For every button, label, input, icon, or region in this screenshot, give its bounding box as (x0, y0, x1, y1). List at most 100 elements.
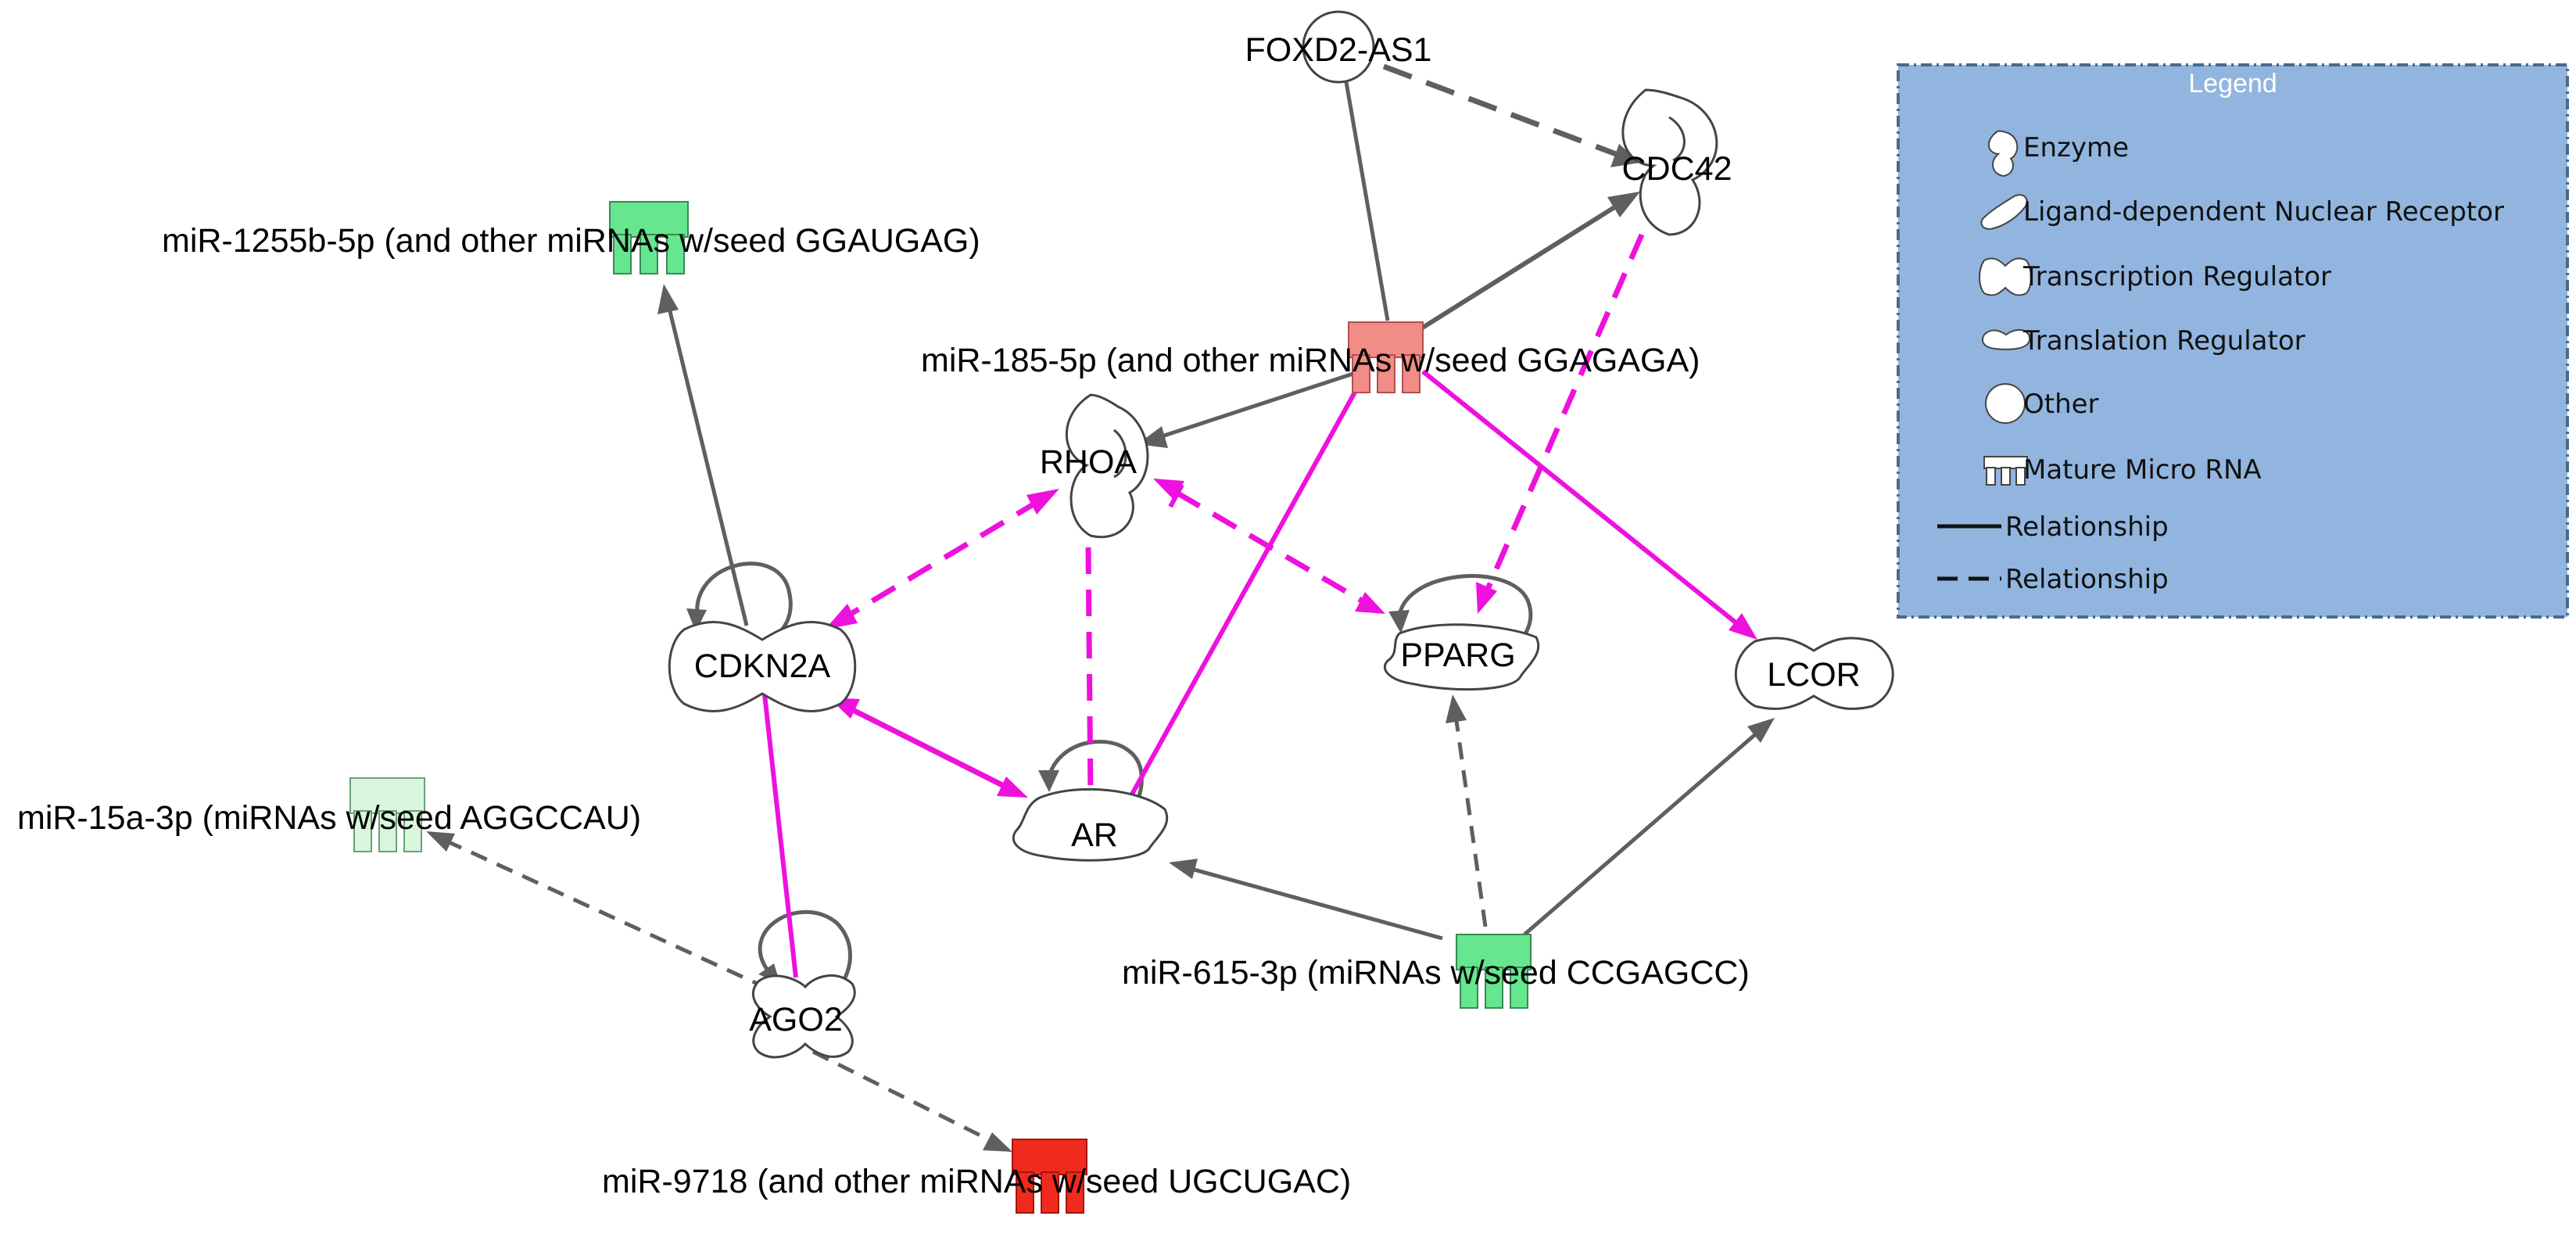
edge-rhoa-ar (1085, 547, 1094, 798)
node-cdkn2a[interactable]: CDKN2A (668, 621, 857, 712)
arrowhead (1729, 613, 1757, 640)
arrowhead (1476, 582, 1497, 614)
node-label: LCOR (1767, 656, 1860, 694)
arrowhead (1446, 694, 1467, 723)
ligand-receptor-icon (1980, 194, 2028, 230)
node-label: miR-15a-3p (miRNAs w/seed AGGCCAU) (17, 799, 641, 837)
node-lcor[interactable]: LCOR (1734, 637, 1894, 710)
legend-label: Translation Regulator (2022, 325, 2306, 357)
edge-cdkn2a-mir1255b (666, 304, 749, 626)
mature-micro-rna-icon (1456, 934, 1532, 1009)
mature-micro-rna-icon (609, 201, 689, 274)
arrowhead (686, 608, 707, 632)
other-circle-icon (1985, 383, 2026, 424)
node-mir615[interactable]: miR-615-3p (miRNAs w/seed CCGAGCC) (1122, 934, 1750, 1009)
enzyme-icon (1987, 130, 2019, 178)
legend-label: Relationship (2005, 511, 2169, 543)
enzyme-icon (1621, 88, 1718, 236)
arrowhead (983, 1132, 1012, 1152)
transcription-regulator-icon (668, 621, 857, 712)
mature-micro-rna-icon (1983, 456, 2028, 486)
legend-label: Ligand-dependent Nuclear Receptor (2023, 196, 2504, 228)
inhibition-bar (1168, 483, 1184, 508)
edge-mir615-lcor (1523, 730, 1761, 936)
node-cdc42[interactable]: CDC42 (1621, 88, 1732, 236)
translation-regulator-icon (751, 974, 856, 1059)
edge-foxd2as1-cdc42 (1382, 63, 1624, 160)
node-label: AR (1071, 816, 1118, 854)
arrowhead (1038, 770, 1059, 792)
edge-foxd2as1-mir185 (1344, 81, 1390, 321)
arrowhead (1607, 192, 1640, 217)
legend-label: Enzyme (2023, 132, 2129, 163)
node-label: miR-615-3p (miRNAs w/seed CCGAGCC) (1122, 954, 1750, 992)
legend-label: Mature Micro RNA (2023, 454, 2262, 486)
edge-cdc42-pparg (1482, 233, 1645, 596)
edge-mir185-ar (1123, 374, 1367, 807)
node-mir9718[interactable]: miR-9718 (and other miRNAs w/seed UGCUGA… (602, 1139, 1351, 1214)
mature-micro-rna-icon (349, 777, 425, 852)
mature-micro-rna-icon (1348, 321, 1424, 393)
arrowhead (1026, 489, 1059, 515)
node-label: miR-1255b-5p (and other miRNAs w/seed GG… (162, 222, 980, 260)
edge-cdkn2a-ar (847, 705, 1010, 791)
node-rhoa[interactable]: RHOA (1040, 393, 1149, 539)
edge-cdkn2a-ago2 (762, 694, 798, 978)
ligand-receptor-icon (1383, 623, 1540, 691)
node-ago2[interactable]: AGO2 (749, 974, 856, 1059)
arrowhead (1388, 610, 1410, 633)
arrowhead (1355, 592, 1385, 614)
edge-mir15a-ago2 (444, 838, 779, 995)
transcription-regulator-icon (1979, 257, 2032, 296)
self-loop-ago2 (758, 909, 852, 987)
legend-item-other: Other (1985, 383, 2099, 424)
legend-item-mature-micro-rna: Mature Micro RNA (1983, 454, 2262, 486)
transcription-regulator-icon (1734, 637, 1894, 710)
mature-micro-rna-icon (1012, 1139, 1087, 1214)
node-label: RHOA (1040, 443, 1138, 481)
node-foxd2as1[interactable]: FOXD2-AS1 (1245, 10, 1432, 84)
edge-mir615-pparg (1453, 715, 1488, 927)
arrowhead (825, 604, 858, 629)
legend-item-relationship-dashed: Relationship (1937, 564, 2169, 595)
node-label: FOXD2-AS1 (1245, 31, 1432, 69)
legend: Legend Enzyme Ligand-dependent Nuclear R… (1897, 63, 2569, 619)
legend-label: Relationship (2005, 564, 2169, 595)
edge-ago2-mir9718 (811, 1049, 994, 1144)
legend-label: Transcription Regulator (2022, 261, 2331, 292)
edge-mir185-rhoa (1156, 365, 1373, 440)
legend-item-ligand-receptor: Ligand-dependent Nuclear Receptor (1980, 194, 2504, 230)
node-label: AGO2 (749, 1001, 843, 1038)
node-mir1255b[interactable]: miR-1255b-5p (and other miRNAs w/seed GG… (162, 201, 980, 274)
enzyme-icon (1065, 393, 1149, 539)
legend-item-enzyme: Enzyme (1987, 130, 2129, 178)
node-mir15a[interactable]: miR-15a-3p (miRNAs w/seed AGGCCAU) (17, 777, 641, 852)
arrowhead (657, 284, 679, 314)
ligand-receptor-icon (1012, 787, 1169, 862)
legend-label: Other (2023, 389, 2099, 420)
node-label: miR-9718 (and other miRNAs w/seed UGCUGA… (602, 1163, 1351, 1200)
translation-regulator-icon (1981, 329, 2031, 350)
node-mir185[interactable]: miR-185-5p (and other miRNAs w/seed GGAG… (921, 321, 1700, 393)
node-label: PPARG (1400, 637, 1515, 674)
legend-item-relationship-solid: Relationship (1937, 511, 2169, 543)
other-circle-icon (1302, 10, 1375, 84)
arrowhead (1169, 859, 1198, 879)
node-label: CDKN2A (694, 647, 831, 685)
arrowhead (1747, 718, 1775, 743)
arrowhead (997, 777, 1028, 798)
edge-rhoa-cdkn2a (843, 497, 1041, 621)
edge-mir615-ar (1188, 866, 1443, 941)
node-pparg[interactable]: PPARG (1383, 623, 1540, 691)
edge-mir185-lcor (1421, 369, 1741, 628)
legend-item-translation-regulator: Translation Regulator (1981, 325, 2306, 357)
edge-mir185-cdc42 (1413, 203, 1620, 335)
arrowhead (1610, 144, 1640, 167)
arrowhead (426, 831, 455, 852)
node-ar[interactable]: AR (1012, 787, 1169, 862)
legend-item-transcription-regulator: Transcription Regulator (1979, 257, 2331, 296)
self-loop-pparg (1397, 574, 1533, 639)
node-label: miR-185-5p (and other miRNAs w/seed GGAG… (921, 342, 1700, 379)
node-label: CDC42 (1622, 150, 1732, 188)
